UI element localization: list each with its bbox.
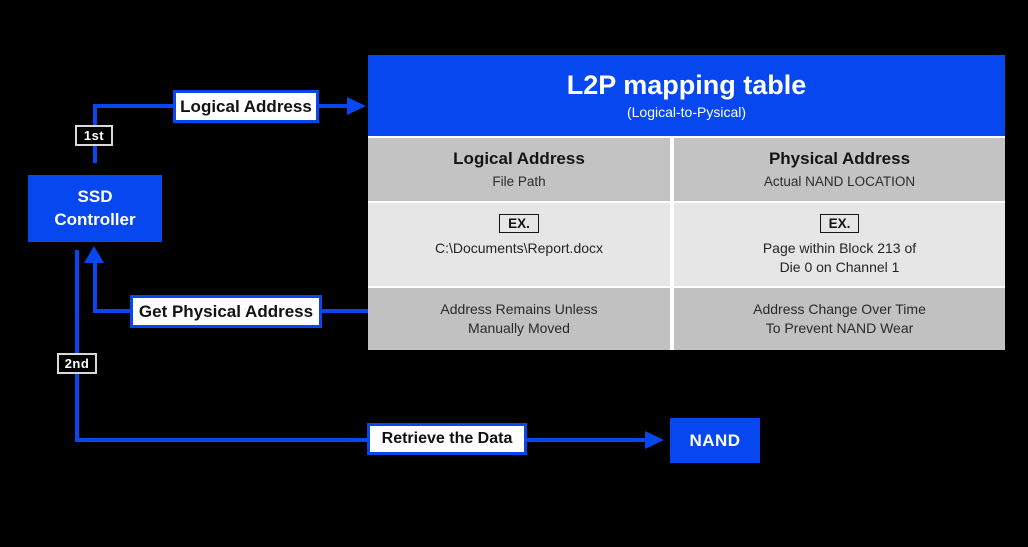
physical-example-line1: Page within Block 213 of [762, 240, 917, 256]
physical-note-line1: Address Change Over Time [753, 300, 926, 317]
arrowhead-into-ssd-icon [84, 246, 104, 263]
logical-note-line1: Address Remains Unless [440, 300, 598, 317]
ssd-controller-label-line1: SSD [77, 186, 113, 206]
nand-label: NAND [689, 430, 741, 450]
arrowhead-into-table-icon [347, 97, 366, 115]
ssd-controller-label-line2: Controller [54, 209, 136, 229]
connector-logical-to-table [319, 104, 349, 108]
logical-address-column-header: Logical Address File Path [368, 138, 670, 201]
logical-address-example-cell: EX. C:\Documents\Report.docx [368, 203, 670, 286]
l2p-table-example-row: EX. C:\Documents\Report.docx EX. Page wi… [368, 203, 1005, 286]
arrowhead-into-nand-icon [645, 431, 664, 449]
logical-example-line: C:\Documents\Report.docx [434, 240, 604, 256]
physical-example-tag: EX. [819, 214, 860, 233]
physical-address-example-cell: EX. Page within Block 213 of Die 0 on Ch… [674, 203, 1005, 286]
physical-note-line2: To Prevent NAND Wear [765, 320, 914, 336]
l2p-table-subtitle: (Logical-to-Pysical) [626, 104, 747, 121]
step-2nd-badge: 2nd [57, 353, 97, 374]
ssd-controller-node: SSD Controller [28, 175, 162, 242]
logical-address-column-title: Logical Address [453, 149, 585, 168]
logical-address-note-cell: Address Remains Unless Manually Moved [368, 288, 670, 350]
connector-table-to-gpa [322, 309, 368, 313]
logical-note-line2: Manually Moved [468, 320, 570, 336]
logical-example-tag: EX. [499, 214, 539, 233]
logical-address-column-subtitle: File Path [492, 174, 546, 189]
nand-node: NAND [670, 418, 760, 463]
logical-address-flow-label: Logical Address [173, 90, 319, 123]
connector-second-horizontal [75, 438, 367, 442]
physical-address-column-header: Physical Address Actual NAND LOCATION [674, 138, 1005, 201]
physical-address-column-title: Physical Address [768, 149, 911, 168]
connector-retrieve-to-nand [527, 438, 645, 442]
get-physical-address-flow-label: Get Physical Address [130, 295, 322, 328]
step-2nd-label: 2nd [64, 356, 90, 371]
step-1st-label: 1st [83, 128, 105, 143]
physical-address-note-cell: Address Change Over Time To Prevent NAND… [674, 288, 1005, 350]
connector-gpa-horizontal [93, 309, 130, 313]
physical-example-line2: Die 0 on Channel 1 [779, 259, 900, 275]
l2p-table-header: L2P mapping table (Logical-to-Pysical) [368, 55, 1005, 136]
connector-first-horizontal [93, 104, 175, 108]
step-1st-badge: 1st [75, 125, 113, 146]
physical-address-column-subtitle: Actual NAND LOCATION [763, 174, 916, 189]
l2p-table-column-headers-row: Logical Address File Path Physical Addre… [368, 138, 1005, 201]
retrieve-the-data-flow-label: Retrieve the Data [367, 423, 527, 455]
l2p-table-note-row: Address Remains Unless Manually Moved Ad… [368, 288, 1005, 350]
connector-gpa-vertical [93, 262, 97, 313]
l2p-table-title: L2P mapping table [566, 69, 807, 100]
l2p-mapping-table: L2P mapping table (Logical-to-Pysical) L… [368, 55, 1005, 350]
connector-second-vertical [75, 250, 79, 442]
